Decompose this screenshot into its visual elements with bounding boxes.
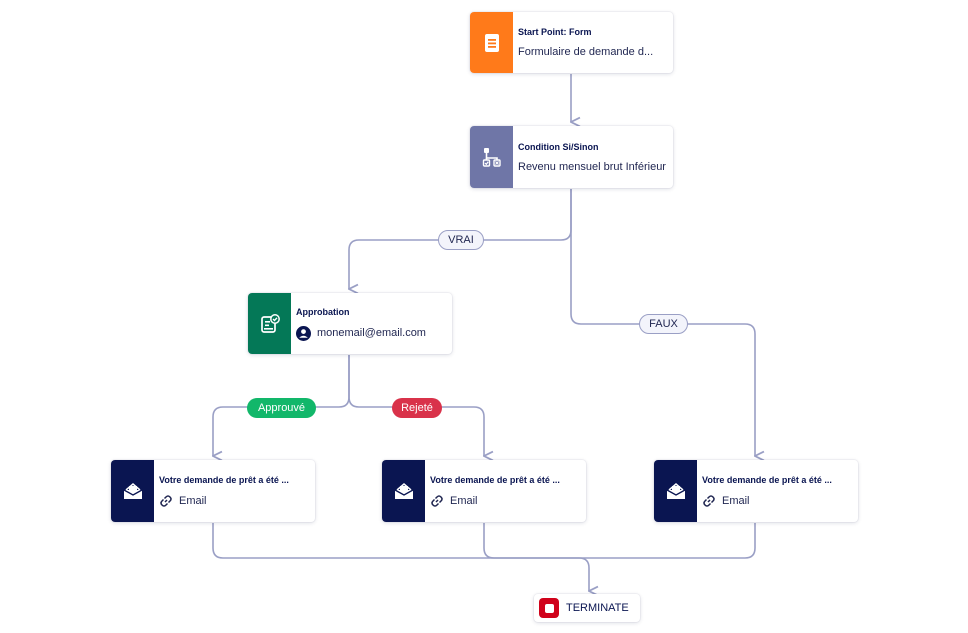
node-subtitle: Email <box>722 494 750 507</box>
mail-icon <box>382 460 425 522</box>
node-title: Votre demande de prêt a été ... <box>702 474 832 485</box>
node-title: Votre demande de prêt a été ... <box>159 474 289 485</box>
edge-label-false[interactable]: FAUX <box>639 314 688 334</box>
edge-approved-email-to-terminate <box>212 523 589 591</box>
edge-false-email-to-terminate <box>589 523 756 559</box>
node-subtitle: monemail@email.com <box>317 327 426 339</box>
mail-icon <box>654 460 697 522</box>
stop-icon <box>539 598 559 618</box>
edge-rejected-email-to-terminate <box>483 523 589 559</box>
branch-icon <box>470 126 513 188</box>
node-title: Approbation <box>296 306 350 317</box>
email-node-approved[interactable]: Votre demande de prêt a été ... Email <box>111 460 315 522</box>
node-subtitle: Email <box>450 494 478 507</box>
edge-label-true[interactable]: VRAI <box>438 230 484 250</box>
node-title: Start Point: Form <box>518 27 592 37</box>
node-subtitle: Revenu mensuel brut Inférieur <box>518 160 666 173</box>
link-icon <box>431 494 443 507</box>
email-node-false[interactable]: Votre demande de prêt a été ... Email <box>654 460 858 522</box>
approval-icon <box>248 293 291 354</box>
mail-icon <box>111 460 154 522</box>
form-icon <box>470 12 513 73</box>
terminate-label: TERMINATE <box>566 602 629 614</box>
node-subtitle: Formulaire de demande d... <box>518 46 654 58</box>
approval-node[interactable]: Approbation monemail@email.com <box>248 293 452 354</box>
node-title: Votre demande de prêt a été ... <box>430 474 560 485</box>
node-title: Condition Si/Sinon <box>518 141 599 152</box>
link-icon <box>160 494 172 507</box>
edge-label-approved[interactable]: Approuvé <box>247 398 316 418</box>
terminate-node[interactable]: TERMINATE <box>534 594 640 622</box>
user-avatar-icon <box>296 325 311 341</box>
email-node-rejected[interactable]: Votre demande de prêt a été ... Email <box>382 460 586 522</box>
edge-label-rejected[interactable]: Rejeté <box>392 398 442 418</box>
start-form-node[interactable]: Start Point: Form Formulaire de demande … <box>470 12 673 73</box>
link-icon <box>703 494 715 507</box>
node-subtitle: Email <box>179 494 207 507</box>
condition-node[interactable]: Condition Si/Sinon Revenu mensuel brut I… <box>470 126 673 188</box>
